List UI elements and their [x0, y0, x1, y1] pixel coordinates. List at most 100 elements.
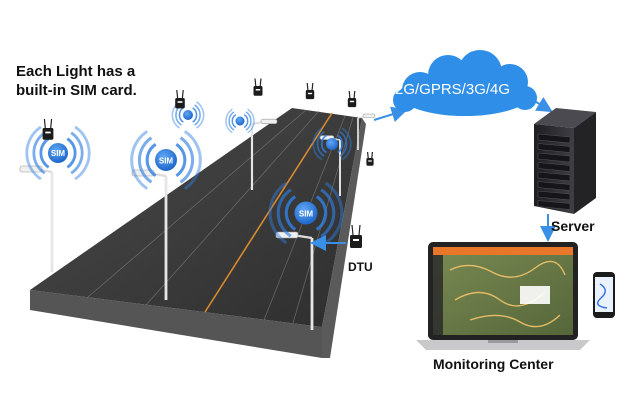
- wave-right: [74, 125, 91, 181]
- street-light-3: [250, 118, 278, 190]
- dtu-body: [42, 128, 54, 140]
- dtu-body: [366, 158, 374, 166]
- dtu-device-5: [305, 82, 315, 100]
- wave-right: [341, 127, 352, 161]
- dtu-antenna: [181, 89, 184, 99]
- wave-left: [228, 111, 235, 131]
- lamp-head: [362, 113, 376, 118]
- app-header-bar: [433, 247, 573, 255]
- monitoring-center-label: Monitoring Center: [433, 356, 554, 372]
- wave-right: [179, 136, 195, 184]
- sim-badge: [235, 116, 245, 126]
- server-slot: [537, 190, 571, 201]
- wave-left: [316, 131, 325, 157]
- dtu-antenna: [348, 90, 351, 99]
- smartphone: [593, 272, 615, 318]
- dtu-antenna: [353, 90, 356, 99]
- sim-signal-4: [312, 127, 352, 161]
- road-surface: [30, 108, 362, 327]
- server-slots: [537, 133, 571, 210]
- wave-right: [194, 104, 201, 126]
- wave-right: [324, 181, 344, 245]
- dtu-antenna: [50, 118, 53, 129]
- laptop-base: [416, 340, 590, 350]
- wave-right: [245, 111, 252, 131]
- server: [534, 108, 596, 214]
- lamp-head: [19, 165, 43, 173]
- dtu-device-6: [347, 90, 357, 108]
- street-lights: [19, 113, 376, 330]
- map-popup: [520, 286, 550, 304]
- wave-right: [243, 113, 249, 129]
- wave-left: [39, 137, 50, 169]
- wave-right: [320, 188, 336, 238]
- sim-signal-6: [225, 108, 255, 134]
- wave-right: [196, 101, 205, 129]
- dtu-body: [305, 90, 315, 100]
- wave-left: [312, 127, 323, 161]
- network-label: 2G/GPRS/3G/4G: [395, 81, 511, 98]
- wave-left: [32, 131, 46, 175]
- road-side: [30, 290, 322, 358]
- street-light-1: [19, 165, 54, 272]
- sim-label: SIM: [51, 149, 66, 158]
- sim-card-note: Each Light has a built-in SIM card.: [16, 62, 137, 100]
- wave-right: [66, 137, 77, 169]
- server-slot: [537, 171, 571, 182]
- dtu-antenna: [259, 78, 262, 87]
- dtu-device-4: [253, 78, 263, 96]
- road-right-side: [322, 118, 366, 358]
- wave-left: [268, 181, 288, 245]
- wave-right: [175, 143, 187, 177]
- wave-right: [337, 134, 344, 154]
- note-line-1: Each Light has a: [16, 63, 136, 80]
- dtu-led: [368, 160, 372, 162]
- laptop: [416, 242, 590, 350]
- arrow-to-cloud: [373, 106, 408, 122]
- dtu-antenna: [358, 224, 361, 236]
- sim-badge: [294, 201, 318, 225]
- dtu-led: [177, 101, 183, 103]
- data-arrows: [310, 96, 556, 251]
- road-center-line: [204, 112, 333, 313]
- dtu-devices: [42, 78, 374, 248]
- dtu-antenna: [351, 224, 354, 236]
- server-slot: [537, 152, 571, 163]
- server-slot: [537, 133, 571, 144]
- wave-right: [247, 108, 255, 134]
- wave-left: [320, 134, 327, 154]
- wave-right: [192, 107, 198, 123]
- sim-badge: [183, 110, 193, 120]
- sim-signal-3: SIM: [268, 181, 344, 245]
- dtu-device-7: [366, 151, 374, 166]
- sim-label: SIM: [159, 156, 174, 165]
- dtu-antenna: [176, 89, 179, 99]
- wave-right: [315, 195, 328, 231]
- wave-left: [276, 188, 292, 238]
- sim-signal-1: SIM: [25, 125, 91, 181]
- server-slot: [537, 200, 571, 210]
- sim-label: SIM: [299, 209, 314, 218]
- note-line-2: built-in SIM card.: [16, 82, 137, 99]
- network-cloud: [393, 50, 537, 116]
- dtu-antenna: [371, 151, 373, 159]
- dtu-body: [350, 235, 362, 248]
- sim-badge: [155, 149, 177, 171]
- wave-right: [183, 130, 202, 190]
- wave-left: [284, 195, 297, 231]
- wave-left: [137, 136, 153, 184]
- dtu-device-3: [175, 89, 185, 109]
- dtu-antenna: [311, 82, 314, 91]
- dtu-led: [353, 239, 359, 241]
- dtu-body: [175, 98, 185, 109]
- dtu-label: DTU: [348, 260, 373, 274]
- wave-left: [225, 108, 233, 134]
- dtu-led: [349, 100, 355, 103]
- wave-right: [339, 131, 348, 157]
- dtu-antenna: [367, 151, 369, 159]
- dtu-body: [253, 86, 263, 96]
- sim-signals: SIM SIM SIM: [25, 101, 352, 245]
- wave-left: [145, 143, 157, 177]
- lamp-head: [260, 118, 278, 124]
- wave-left: [25, 125, 42, 181]
